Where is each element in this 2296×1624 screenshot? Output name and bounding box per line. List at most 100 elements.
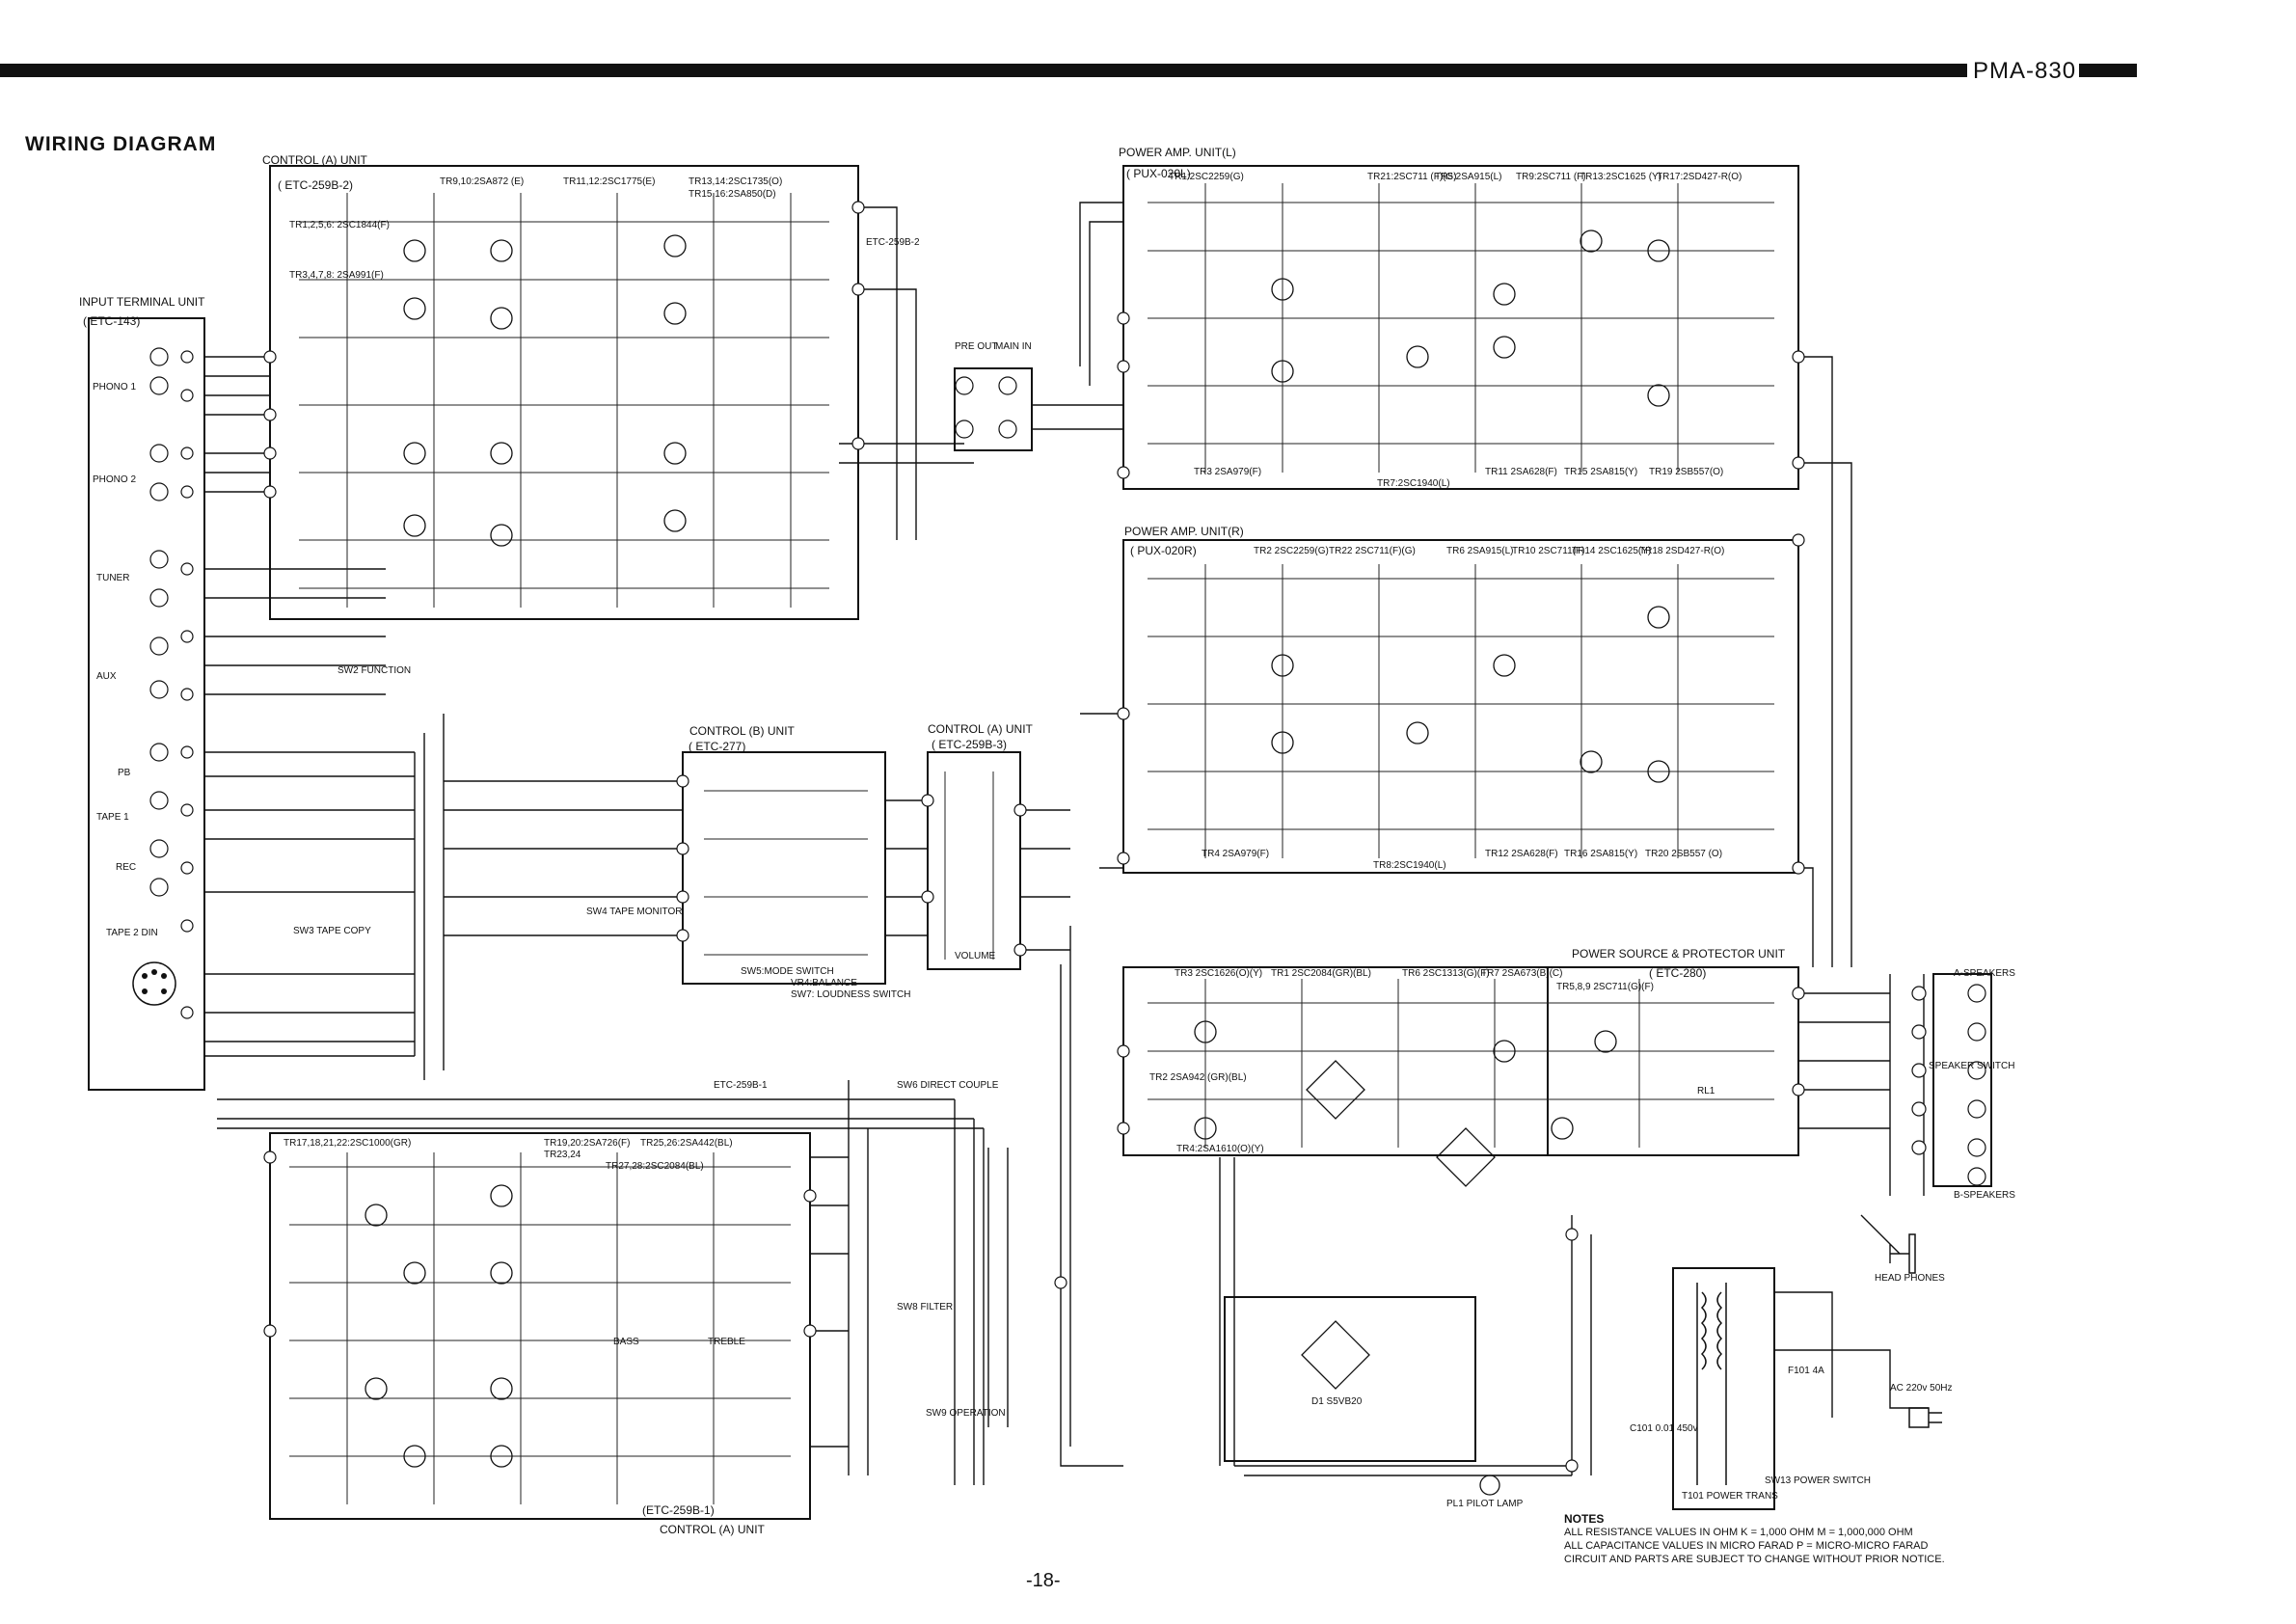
tr-label: TR3,4,7,8: 2SA991(F) bbox=[289, 270, 384, 281]
model-name: PMA-830 bbox=[1973, 58, 2077, 84]
tr-label: TR22 2SC711(F)(G) bbox=[1329, 546, 1416, 556]
tr-label: TR18 2SD427-R(O) bbox=[1639, 546, 1725, 556]
input-label: TAPE 1 bbox=[96, 812, 129, 823]
bridge-label: D1 S5VB20 bbox=[1311, 1396, 1363, 1407]
head-phones-label: HEAD PHONES bbox=[1875, 1273, 1945, 1284]
input-label: PB bbox=[118, 768, 131, 778]
tr-label: TR16 2SA815(Y) bbox=[1564, 849, 1638, 859]
tr-label: TR5:2SA915(L) bbox=[1435, 172, 1502, 182]
tr-label: TR2 2SA942 (GR)(BL) bbox=[1149, 1072, 1247, 1083]
power-amp-r-name: POWER AMP. UNIT(R) bbox=[1124, 525, 1244, 538]
tr-label: TR14 2SC1625(Y) bbox=[1572, 546, 1652, 556]
tr-label: TR21:2SC711 (F)(G) bbox=[1367, 172, 1457, 182]
diagram-title: WIRING DIAGRAM bbox=[25, 133, 217, 155]
input-label: PHONO 1 bbox=[93, 382, 137, 392]
control-a-bottom-name: CONTROL (A) UNIT bbox=[660, 1523, 765, 1536]
control-a-top-box bbox=[269, 165, 859, 620]
control-a-bottom-box bbox=[269, 1132, 811, 1520]
tr-label: TR20 2SB557 (O) bbox=[1645, 849, 1723, 859]
tr-label: TR1:2SC2259(G) bbox=[1169, 172, 1244, 182]
notes-title: NOTES bbox=[1564, 1512, 1605, 1526]
tr-label: TR6 2SA915(L) bbox=[1446, 546, 1514, 556]
tr-label: TR9,10:2SA872 (E) bbox=[440, 176, 525, 187]
tr-label: TR25,26:2SA442(BL) bbox=[640, 1138, 733, 1149]
header-rule-end bbox=[2079, 64, 2137, 77]
input-label: REC bbox=[116, 862, 137, 873]
control-a-mid-box bbox=[927, 751, 1021, 970]
input-terminal-code: ( ETC-143) bbox=[83, 314, 141, 328]
pilot-lamp-label: PL1 PILOT LAMP bbox=[1446, 1499, 1524, 1509]
treble-label: TREBLE bbox=[708, 1337, 745, 1347]
control-a-mid-code: ( ETC-259B-3) bbox=[932, 738, 1008, 751]
tr-label: TR13:2SC1625 (Y) bbox=[1580, 172, 1662, 182]
switch-label: SW7: LOUDNESS SWITCH bbox=[791, 989, 911, 1000]
ac-label: AC 220v 50Hz bbox=[1890, 1383, 1953, 1394]
tr-label: TR15,16:2SA850(D) bbox=[689, 189, 776, 200]
input-label: PHONO 2 bbox=[93, 474, 137, 485]
page-number: -18- bbox=[1026, 1570, 1061, 1591]
connector-label: ETC-259B-2 bbox=[866, 237, 920, 248]
tr-label: TR4:2SA1610(O)(Y) bbox=[1176, 1144, 1264, 1154]
tr-label: TR5,8,9 2SC711(G)(F) bbox=[1556, 982, 1654, 992]
switch-label: SW8 FILTER bbox=[897, 1302, 954, 1313]
switch-label: SW5:MODE SWITCH bbox=[741, 966, 834, 977]
tr-label: TR9:2SC711 (F) bbox=[1516, 172, 1586, 182]
tr-label: TR1,2,5,6: 2SC1844(F) bbox=[289, 220, 390, 230]
notes-line: ALL RESISTANCE VALUES IN OHM K = 1,000 O… bbox=[1564, 1527, 1913, 1538]
connector-label: ETC-259B-1 bbox=[714, 1080, 768, 1091]
power-amp-l-box bbox=[1122, 165, 1799, 490]
tr-label: TR27,28:2SC2084(BL) bbox=[606, 1161, 704, 1172]
b-speakers-label: B-SPEAKERS bbox=[1954, 1190, 2015, 1201]
tr-label: TR7:2SC1940(L) bbox=[1377, 478, 1450, 489]
control-b-box bbox=[682, 751, 886, 985]
control-a-top-code: ( ETC-259B-2) bbox=[278, 178, 354, 192]
input-terminal-name: INPUT TERMINAL UNIT bbox=[79, 295, 205, 309]
tr-label: TR15 2SA815(Y) bbox=[1564, 467, 1638, 477]
input-label: TUNER bbox=[96, 573, 130, 583]
volume-label: VOLUME bbox=[955, 951, 996, 961]
tr-label: TR1 2SC2084(GR)(BL) bbox=[1271, 968, 1371, 979]
tr-label: TR7 2SA673(B)(C) bbox=[1481, 968, 1563, 979]
input-label: TAPE 2 DIN bbox=[106, 928, 158, 938]
power-source-box bbox=[1122, 966, 1799, 1156]
tr-label: TR11 2SA628(F) bbox=[1485, 467, 1557, 477]
tr-label: TR23,24 bbox=[544, 1150, 581, 1160]
input-label: AUX bbox=[96, 671, 117, 682]
tr-label: TR19,20:2SA726(F) bbox=[544, 1138, 631, 1149]
fuse-label: F101 4A bbox=[1788, 1366, 1824, 1376]
tr-label: TR6 2SC1313(G)(F) bbox=[1402, 968, 1490, 979]
switch-label: VR4:BALANCE bbox=[791, 978, 857, 988]
tr-label: TR4 2SA979(F) bbox=[1202, 849, 1270, 859]
main-in-label: MAIN IN bbox=[995, 341, 1032, 352]
switch-label: SW13 POWER SWITCH bbox=[1765, 1475, 1872, 1486]
pre-out-label: PRE OUT bbox=[955, 341, 998, 352]
tr-label: TR10 2SC711(F) bbox=[1512, 546, 1585, 556]
relay-label: RL1 bbox=[1697, 1086, 1715, 1096]
tr-label: TR3 2SA979(F) bbox=[1194, 467, 1262, 477]
power-source-name: POWER SOURCE & PROTECTOR UNIT bbox=[1572, 947, 1786, 961]
power-amp-r-box bbox=[1122, 539, 1799, 874]
power-source-code: ( ETC-280) bbox=[1649, 966, 1707, 980]
capacitor-label: C101 0.01 450v bbox=[1630, 1423, 1698, 1434]
control-a-mid-name: CONTROL (A) UNIT bbox=[928, 722, 1033, 736]
switch-label: SW4 TAPE MONITOR bbox=[586, 907, 683, 917]
header-rule bbox=[0, 64, 1967, 77]
notes-line: ALL CAPACITANCE VALUES IN MICRO FARAD P … bbox=[1564, 1540, 1929, 1552]
power-amp-l-name: POWER AMP. UNIT(L) bbox=[1119, 146, 1236, 159]
a-speakers-label: A-SPEAKERS bbox=[1954, 968, 2015, 979]
tr-label: TR3 2SC1626(O)(Y) bbox=[1175, 968, 1263, 979]
control-b-code: ( ETC-277) bbox=[689, 740, 746, 753]
control-a-bottom-code: (ETC-259B-1) bbox=[642, 1503, 715, 1517]
tr-label: TR2 2SC2259(G) bbox=[1254, 546, 1329, 556]
power-amp-r-code: ( PUX-020R) bbox=[1130, 544, 1197, 557]
switch-label: SW3 TAPE COPY bbox=[293, 926, 371, 936]
switch-label: SW6 DIRECT COUPLE bbox=[897, 1080, 999, 1091]
power-amp-l-code: ( PUX-020L) bbox=[1126, 167, 1191, 180]
input-terminal-box bbox=[88, 317, 205, 1091]
tr-label: TR13,14:2SC1735(O) bbox=[689, 176, 783, 187]
tr-label: TR8:2SC1940(L) bbox=[1373, 860, 1446, 871]
control-a-top-name: CONTROL (A) UNIT bbox=[262, 153, 367, 167]
tr-label: TR17:2SD427-R(O) bbox=[1657, 172, 1742, 182]
power-trans-label: T101 POWER TRANS bbox=[1682, 1491, 1778, 1502]
